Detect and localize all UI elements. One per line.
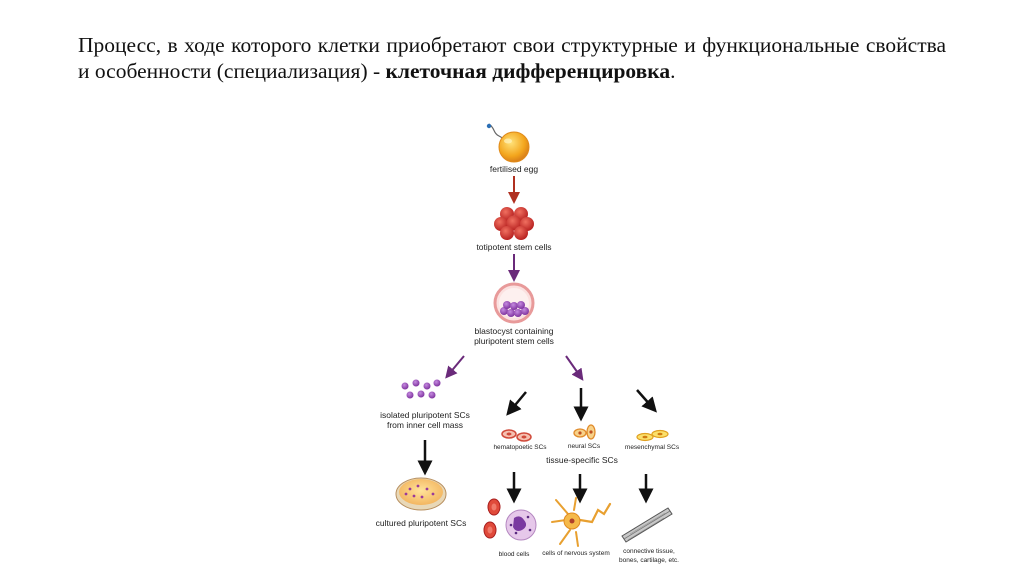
hematopoetic-cells-icon [501, 429, 532, 442]
mesenchymal-cells-icon [636, 429, 669, 442]
definition-term: клеточная дифференцировка [385, 59, 671, 83]
fertilised-egg-icon [486, 123, 530, 163]
arrow-to-tissue-specific [565, 355, 584, 381]
totipotent-cells-icon [494, 207, 534, 240]
label-fertilised-egg: fertilised egg [490, 164, 538, 174]
label-neural: neural SCs [568, 443, 601, 450]
label-blastocyst-1: blastocyst containing [475, 326, 554, 336]
label-hematopoetic: hematopoetic SCs [493, 444, 547, 451]
arrow-to-isolated [445, 355, 465, 379]
label-cultured: cultured pluripotent SCs [376, 518, 467, 528]
blood-cells-icon [483, 498, 537, 541]
label-connective-1: connective tissue, [623, 548, 675, 555]
neuron-icon [551, 497, 612, 547]
culture-dish-icon [395, 477, 447, 511]
label-mesenchymal: mesenchymal SCs [625, 444, 680, 451]
blastocyst-icon [493, 282, 535, 324]
label-isolated-2: from inner cell mass [387, 420, 463, 430]
definition-end: . [670, 59, 676, 83]
label-isolated-1: isolated pluripotent SCs [380, 410, 470, 420]
isolated-cells-icon [401, 379, 441, 399]
arrow-to-hematopoetic [506, 391, 527, 416]
label-nervous: cells of nervous system [542, 550, 610, 557]
definition-main: Процесс, в ходе которого клетки приобрет… [78, 33, 946, 83]
definition-text: Процесс, в ходе которого клетки приобрет… [78, 32, 946, 84]
label-blastocyst-2: pluripotent stem cells [474, 336, 554, 346]
label-blood-cells: blood cells [499, 551, 530, 558]
neural-cells-icon [573, 424, 596, 440]
bone-tissue-icon [621, 507, 673, 543]
label-tissue-specific: tissue-specific SCs [546, 455, 618, 465]
arrow-to-mesenchymal [636, 389, 657, 413]
label-connective-2: bones, cartilage, etc. [619, 557, 679, 564]
label-totipotent: totipotent stem cells [476, 242, 551, 252]
